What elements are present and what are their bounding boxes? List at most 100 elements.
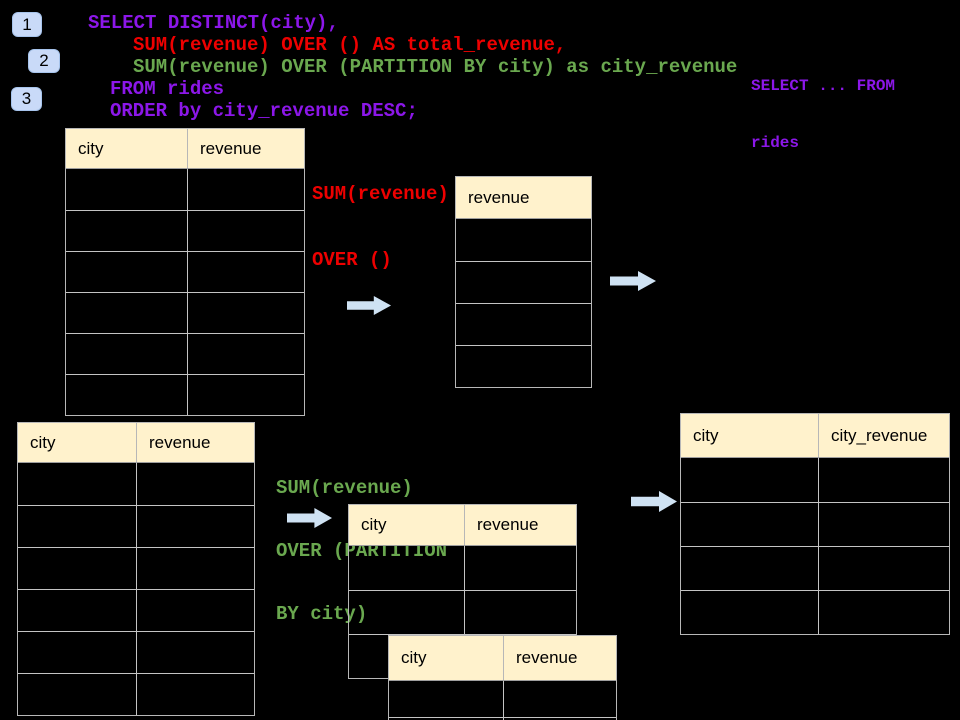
- table-row: [456, 261, 591, 303]
- arrow-right-icon: [610, 270, 657, 292]
- table-cell: [136, 506, 254, 547]
- table-cell: [464, 546, 576, 590]
- arrow-right-icon: [347, 295, 392, 316]
- table-cell: [818, 591, 949, 634]
- table-cell: [681, 591, 818, 634]
- column-header-city: city: [361, 515, 387, 534]
- table-cell: [456, 346, 591, 387]
- annotation-total-line2: OVER (): [312, 249, 392, 271]
- table-source-bottom: city revenue: [17, 422, 255, 716]
- table-body: [456, 219, 591, 387]
- table-cell: [18, 506, 136, 547]
- table-cell: [66, 334, 187, 374]
- table-header-row: city revenue: [66, 129, 304, 169]
- table-header-row: city city_revenue: [681, 414, 949, 458]
- table-header-row: city revenue: [389, 636, 616, 681]
- table-row: [18, 505, 254, 547]
- table-cell: [136, 632, 254, 673]
- table-cell: [136, 463, 254, 505]
- table-cell: [66, 293, 187, 333]
- column-header-revenue: revenue: [136, 423, 254, 462]
- table-cell: [187, 211, 304, 251]
- table-cell: [818, 458, 949, 502]
- table-cell: [66, 169, 187, 210]
- table-row: [66, 292, 304, 333]
- table-cell: [818, 547, 949, 590]
- table-cell: [456, 262, 591, 303]
- annotation-partition-line3: BY city): [276, 603, 368, 625]
- table-row: [456, 303, 591, 345]
- arrow-right-icon: [631, 490, 678, 513]
- column-header-revenue: revenue: [503, 636, 616, 680]
- annotation-partition-line1: SUM(revenue): [276, 477, 413, 499]
- step-badge-1: 1: [12, 12, 42, 37]
- annotation-total-line1: SUM(revenue): [312, 183, 449, 205]
- table-row: [349, 590, 576, 634]
- arrow-right-icon: [287, 507, 333, 529]
- table-cell: [66, 375, 187, 415]
- table-cell: [187, 334, 304, 374]
- table-cell: [18, 674, 136, 715]
- table-cell: [18, 590, 136, 631]
- table-cell: [18, 632, 136, 673]
- table-body: [681, 458, 949, 634]
- table-cell: [681, 503, 818, 546]
- table-row: [18, 547, 254, 589]
- table-row: [66, 210, 304, 251]
- table-row: [456, 345, 591, 387]
- table-partition-step: city revenue: [348, 504, 577, 679]
- table-header-row: city revenue: [349, 505, 576, 546]
- sql-line-select: SELECT DISTINCT(city),: [88, 12, 339, 34]
- table-cell: [136, 548, 254, 589]
- table-cell: [349, 546, 464, 590]
- column-header-revenue: revenue: [187, 129, 304, 168]
- sql-line-total-revenue: SUM(revenue) OVER () AS total_revenue,: [133, 34, 567, 56]
- column-header-revenue: revenue: [464, 505, 576, 545]
- table-cell: [818, 503, 949, 546]
- table-row: [18, 463, 254, 505]
- corner-note-line1: SELECT ... FROM: [751, 77, 896, 95]
- table-cell: [187, 169, 304, 210]
- table-partition-overlay: city revenue: [388, 635, 617, 720]
- table-row: [349, 546, 576, 590]
- table-cell: [681, 458, 818, 502]
- table-body: [389, 681, 616, 720]
- column-header-city: city: [401, 648, 427, 667]
- step-badge-3: 3: [11, 87, 42, 111]
- table-row: [66, 251, 304, 292]
- corner-note-line2: rides: [751, 134, 800, 152]
- table-cell: [456, 304, 591, 345]
- table-header-row: city revenue: [18, 423, 254, 463]
- table-row: [66, 333, 304, 374]
- table-row: [66, 374, 304, 415]
- table-cell: [187, 293, 304, 333]
- table-cell: [389, 681, 503, 717]
- table-cell: [187, 252, 304, 292]
- table-row: [681, 590, 949, 634]
- table-row: [389, 681, 616, 717]
- table-row: [18, 589, 254, 631]
- column-header-city: city: [30, 432, 56, 452]
- table-header-row: revenue: [456, 177, 591, 219]
- table-cell: [18, 548, 136, 589]
- table-row: [389, 717, 616, 720]
- table-cell: [464, 591, 576, 634]
- table-cell: [66, 211, 187, 251]
- table-total-revenue-result: revenue: [455, 176, 592, 388]
- table-cell: [503, 681, 616, 717]
- table-city-revenue-result: city city_revenue: [680, 413, 950, 635]
- table-cell: [456, 219, 591, 261]
- column-header-revenue: revenue: [468, 187, 530, 207]
- table-cell: [503, 718, 616, 720]
- table-row: [681, 458, 949, 502]
- step-badge-2: 2: [28, 49, 60, 73]
- table-row: [18, 631, 254, 673]
- table-cell: [681, 547, 818, 590]
- corner-note: SELECT ... FROM rides: [751, 39, 895, 191]
- table-body: [66, 169, 304, 415]
- table-cell: [136, 590, 254, 631]
- table-row: [681, 546, 949, 590]
- table-cell: [187, 375, 304, 415]
- table-cell: [349, 591, 464, 634]
